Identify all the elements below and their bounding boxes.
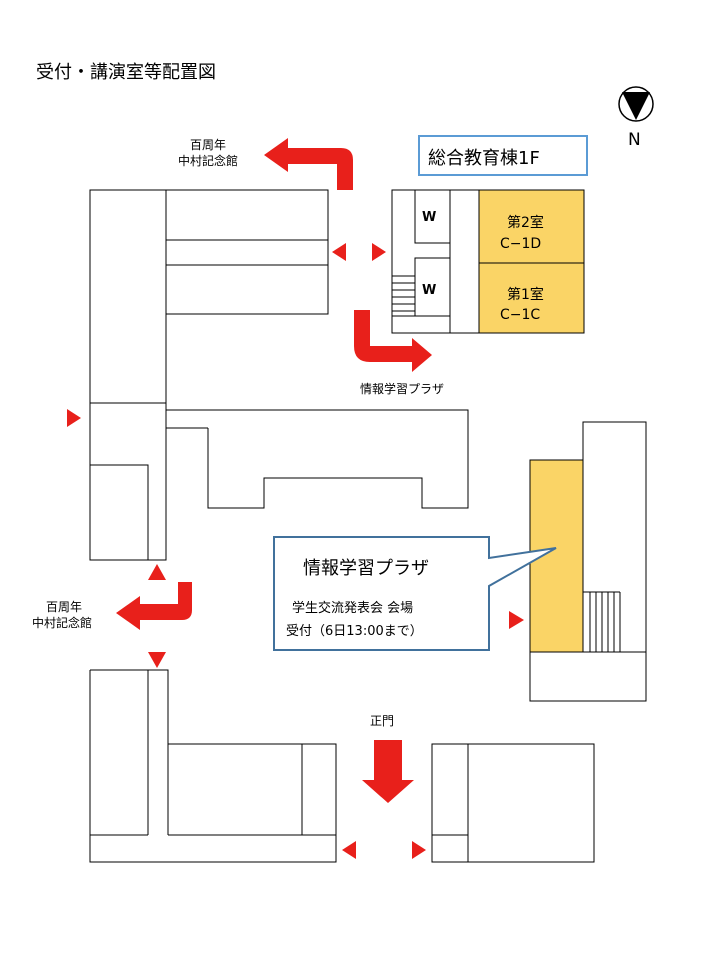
info-plaza-highlight xyxy=(529,459,584,653)
room-2-code: C−1D xyxy=(500,236,542,252)
triangle-marker-up xyxy=(148,564,166,580)
triangle-marker-right xyxy=(67,409,81,427)
building-middle xyxy=(207,409,469,509)
room-1-code: C−1C xyxy=(500,307,541,323)
building-label: 総合教育棟1F xyxy=(428,148,540,169)
room-1-name: 第1室 xyxy=(507,287,544,303)
hyakushunen-bottom-line1: 百周年 xyxy=(46,600,83,614)
building-upper-left-wing xyxy=(165,189,329,315)
triangle-marker-down xyxy=(148,652,166,668)
triangle-marker-right xyxy=(372,243,386,261)
compass-north-label: N xyxy=(628,130,641,150)
triangle-marker-left xyxy=(342,841,356,859)
room-2-name: 第2室 xyxy=(507,215,544,231)
arrow-main-gate xyxy=(362,740,414,803)
main-gate-label: 正門 xyxy=(370,714,395,728)
triangle-marker-right xyxy=(412,841,426,859)
arrow-curved-to-plaza xyxy=(354,310,432,372)
building-lower-right xyxy=(431,743,595,863)
hyakushunen-bottom-line2: 中村記念館 xyxy=(32,616,93,630)
room-1-highlight xyxy=(478,262,585,334)
callout-line2: 受付（6日13:00まで） xyxy=(286,624,423,639)
north-compass-icon xyxy=(618,86,654,122)
restroom-label-upper: W xyxy=(422,210,437,225)
building-label-box xyxy=(418,135,588,176)
building-upper-left xyxy=(89,189,167,561)
arrow-curved-upper-to-hyakushunen xyxy=(264,138,353,190)
triangle-marker-right xyxy=(509,611,524,629)
callout-box xyxy=(273,536,557,651)
callout-line1: 学生交流発表会 会場 xyxy=(292,601,414,616)
building-lower-left xyxy=(89,669,337,863)
info-plaza-small-label: 情報学習プラザ xyxy=(360,382,445,396)
triangle-marker-left xyxy=(332,243,346,261)
arrow-curved-lower-to-hyakushunen xyxy=(116,582,192,630)
room-2-highlight xyxy=(478,189,585,264)
page-title: 受付・講演室等配置図 xyxy=(36,62,216,83)
callout-title: 情報学習プラザ xyxy=(303,558,429,579)
hyakushunen-top-line1: 百周年 xyxy=(190,138,227,152)
hyakushunen-top-line2: 中村記念館 xyxy=(178,154,239,168)
restroom-label-lower: W xyxy=(422,283,437,298)
